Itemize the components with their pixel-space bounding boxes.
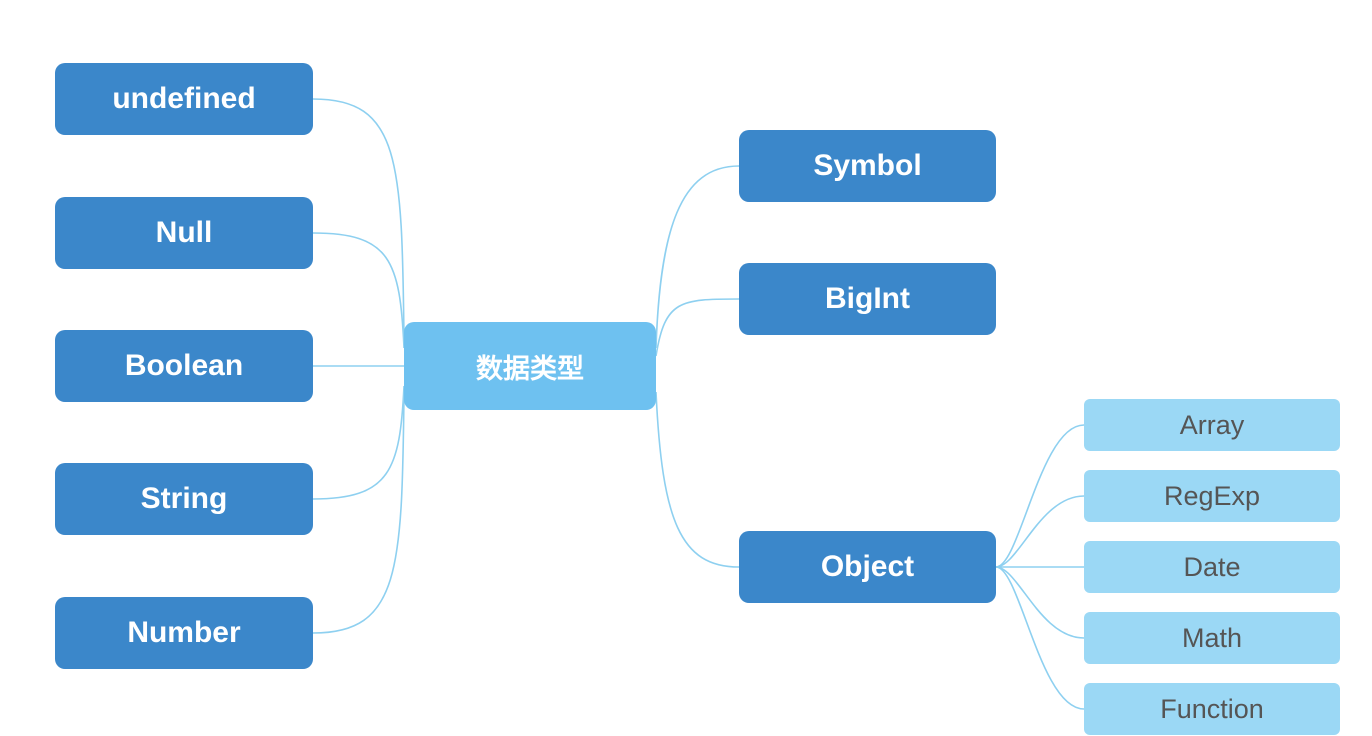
node-label: Math [1181, 622, 1243, 653]
node-root-data-types[interactable]: 数据类型 [404, 322, 656, 410]
node-array[interactable]: Array [1084, 399, 1340, 451]
node-function[interactable]: Function [1084, 683, 1340, 735]
node-label: 数据类型 [476, 353, 584, 384]
node-label: Boolean [124, 349, 244, 382]
edge-object-math [995, 566, 1085, 639]
edge-root-symbol [655, 165, 740, 349]
node-label: undefined [112, 82, 256, 115]
node-regexp[interactable]: RegExp [1084, 470, 1340, 522]
edge-root-null [312, 232, 405, 349]
node-label: Null [155, 216, 213, 249]
node-label: BigInt [825, 282, 910, 315]
edge-root-object [655, 391, 740, 568]
node-label: Number [127, 616, 241, 649]
node-string[interactable]: String [55, 463, 313, 535]
edge-object-regexp [995, 495, 1085, 568]
node-label: Array [1179, 409, 1245, 440]
node-date[interactable]: Date [1084, 541, 1340, 593]
node-math[interactable]: Math [1084, 612, 1340, 664]
edge-root-string [312, 385, 405, 500]
node-label: Date [1183, 551, 1241, 582]
node-label: Object [820, 550, 915, 583]
node-undefined[interactable]: undefined [55, 63, 313, 135]
node-symbol[interactable]: Symbol [739, 130, 996, 202]
node-null[interactable]: Null [55, 197, 313, 269]
edge-object-function [995, 566, 1085, 710]
edge-object-array [995, 424, 1085, 568]
node-boolean[interactable]: Boolean [55, 330, 313, 402]
edge-root-number [312, 393, 405, 634]
node-label: String [140, 482, 228, 515]
edge-root-bigint [655, 298, 740, 357]
node-label: RegExp [1163, 480, 1261, 511]
edge-root-undefined [312, 98, 405, 341]
node-number[interactable]: Number [55, 597, 313, 669]
node-label: Function [1160, 693, 1264, 724]
node-bigint[interactable]: BigInt [739, 263, 996, 335]
node-object[interactable]: Object [739, 531, 996, 603]
node-label: Symbol [813, 149, 922, 182]
